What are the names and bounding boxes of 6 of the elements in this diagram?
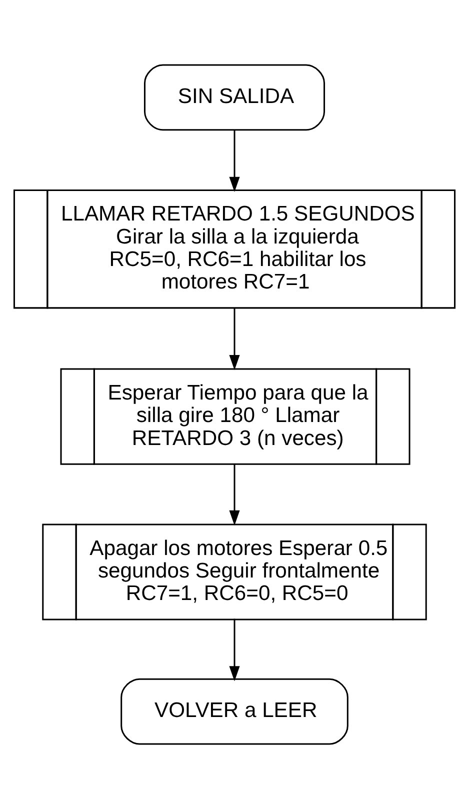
arrow [229,618,240,682]
arrow [229,463,240,526]
arrow [229,308,240,370]
arrow [229,130,240,192]
node-box: VOLVER a LEER [120,678,348,745]
node-box: SIN SALIDA [144,64,326,131]
